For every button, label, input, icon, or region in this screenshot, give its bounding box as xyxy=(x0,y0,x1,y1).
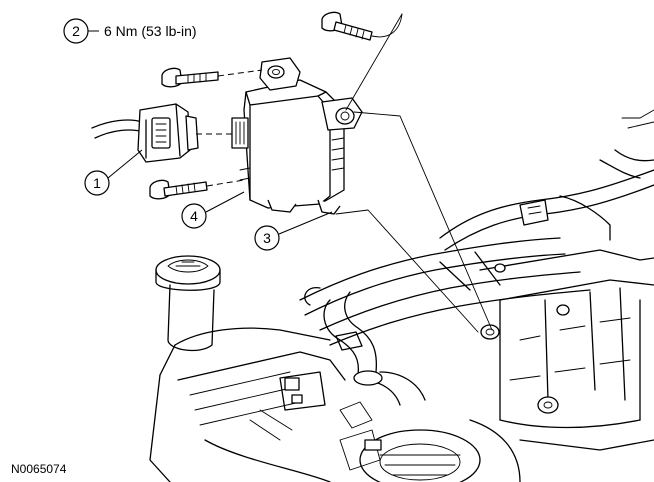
left-upper-bolt xyxy=(161,67,219,88)
callout-3-number: 3 xyxy=(263,230,271,246)
torque-spec-label: 6 Nm (53 lb-in) xyxy=(104,23,197,39)
figure-id: N0065074 xyxy=(11,462,67,476)
callout-4-number: 4 xyxy=(190,208,198,224)
upper-bolt xyxy=(321,11,373,41)
callout-4: 4 xyxy=(181,191,245,229)
callout-2: 2 6 Nm (53 lb-in) xyxy=(63,18,197,44)
coolant-hoses xyxy=(304,287,426,406)
engine-intake-manifold xyxy=(299,109,654,451)
engine-front-cover xyxy=(149,327,559,482)
oil-filler-cap xyxy=(155,255,221,352)
electrical-connector xyxy=(91,103,199,163)
electronic-module xyxy=(231,57,363,215)
callout-1: 1 xyxy=(84,149,143,196)
alignment-lines xyxy=(196,13,493,333)
callout-2-number: 2 xyxy=(72,23,80,39)
left-lower-bolt xyxy=(149,179,208,200)
callout-3: 3 xyxy=(254,211,333,251)
callout-1-number: 1 xyxy=(93,175,101,191)
